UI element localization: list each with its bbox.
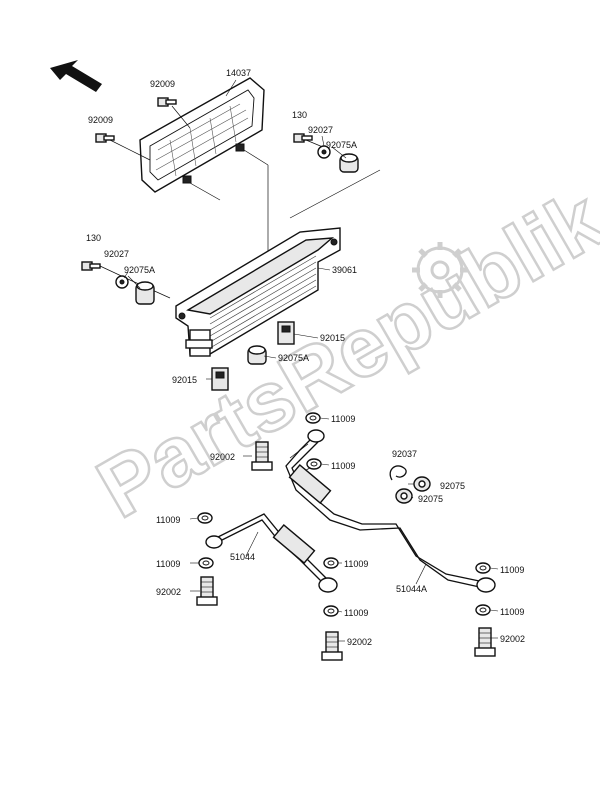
watermark-text: PartsRepublik	[82, 172, 600, 536]
label-92015-left: 92015	[172, 375, 197, 385]
bracket-92015-right	[277, 321, 295, 345]
banjo-bolt-92002-a	[251, 441, 273, 471]
label-11009-a: 11009	[331, 414, 355, 424]
bolt-92009-left	[95, 133, 115, 143]
label-130-left: 130	[86, 233, 101, 243]
label-130-right: 130	[292, 110, 307, 120]
label-92009-left: 92009	[88, 115, 113, 125]
label-92075A-right: 92075A	[326, 140, 357, 150]
banjo-bolt-92002-b	[196, 576, 218, 606]
grommet-92075A-left	[135, 281, 155, 305]
washer-11009-h	[475, 604, 491, 616]
oil-cooler-guard	[139, 77, 265, 193]
washer-11009-e	[323, 557, 339, 569]
oil-hose-lower	[205, 513, 338, 593]
label-92002-c: 92002	[347, 637, 372, 647]
label-92075A-lower: 92075A	[278, 353, 309, 363]
label-11009-b: 11009	[331, 461, 355, 471]
label-92037: 92037	[392, 449, 417, 459]
label-92075-lower: 92075	[418, 494, 443, 504]
collar-92027-left	[115, 275, 129, 289]
label-39061: 39061	[332, 265, 357, 275]
washer-11009-a	[305, 412, 321, 424]
label-92027-right: 92027	[308, 125, 333, 135]
bolt-130-right	[293, 133, 313, 143]
grommet-92075A-right	[339, 153, 359, 173]
washer-11009-b	[306, 458, 322, 470]
label-92002-a: 92002	[210, 452, 235, 462]
label-51044A: 51044A	[396, 584, 427, 594]
bracket-92015-left	[211, 367, 229, 391]
label-11009-d: 11009	[156, 559, 180, 569]
bolt-92009-upper	[157, 97, 177, 107]
label-92009-upper: 92009	[150, 79, 175, 89]
grommet-92075-upper	[413, 476, 431, 492]
washer-11009-c	[197, 512, 213, 524]
leader-lines	[123, 79, 499, 642]
washer-11009-f	[323, 605, 339, 617]
label-14037: 14037	[226, 68, 251, 78]
gear-logo-icon	[412, 242, 468, 298]
grommet-92075A-lower	[247, 345, 267, 365]
part-labels: 14037 92009 92009 130 92027 92075A 130 9…	[86, 68, 525, 647]
watermark: PartsRepublik	[81, 170, 600, 536]
label-92027-left: 92027	[104, 249, 129, 259]
label-92002-b: 92002	[156, 587, 181, 597]
label-92002-d: 92002	[500, 634, 525, 644]
washer-11009-g	[475, 562, 491, 574]
label-51044: 51044	[230, 552, 255, 562]
oil-hose-upper	[285, 429, 496, 593]
banjo-bolt-92002-c	[321, 631, 343, 661]
label-11009-h: 11009	[500, 607, 524, 617]
direction-arrow-icon	[50, 60, 102, 92]
grommet-92075-lower	[395, 488, 413, 504]
label-11009-g: 11009	[344, 608, 368, 618]
washer-11009-d	[198, 557, 214, 569]
label-11009-c: 11009	[156, 515, 180, 525]
banjo-bolt-92002-d	[474, 627, 496, 657]
oil-cooler-core	[175, 227, 341, 357]
label-92015-right: 92015	[320, 333, 345, 343]
label-92075A-left: 92075A	[124, 265, 155, 275]
clip-92037	[389, 465, 407, 481]
label-11009-e: 11009	[344, 559, 368, 569]
bolt-130-left	[81, 261, 101, 271]
label-11009-f: 11009	[500, 565, 524, 575]
label-92075-upper: 92075	[440, 481, 465, 491]
